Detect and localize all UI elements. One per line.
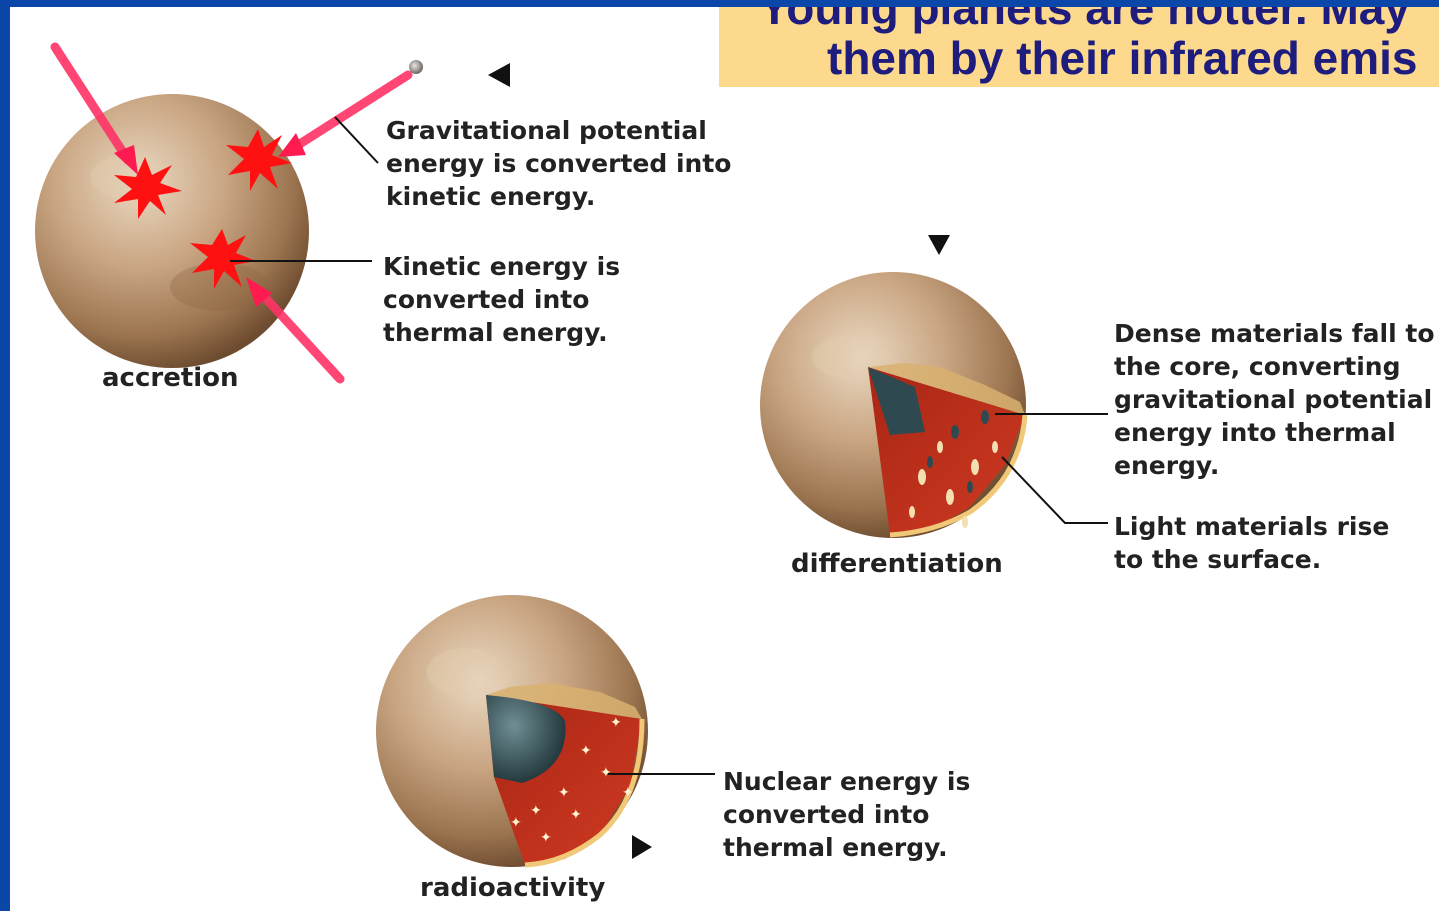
- triangle-marker-icon: [928, 235, 950, 255]
- leader-line: [335, 117, 378, 163]
- caption-radioactivity: radioactivity: [420, 873, 605, 903]
- svg-text:✦: ✦: [510, 815, 522, 831]
- label-gravitational-to-kinetic: Gravitational potential energy is conver…: [386, 114, 731, 213]
- svg-text:✦: ✦: [570, 807, 582, 823]
- accretion-planet: [35, 94, 309, 368]
- svg-text:✦: ✦: [530, 803, 542, 819]
- triangle-marker-icon: [632, 835, 652, 859]
- meteor-icon: [409, 60, 423, 74]
- svg-text:✦: ✦: [610, 715, 622, 731]
- slide: Young planets are hotter. May them by th…: [10, 7, 1439, 911]
- triangle-marker-icon: [488, 63, 510, 87]
- svg-text:✦: ✦: [558, 785, 570, 801]
- label-dense-materials: Dense materials fall to the core, conver…: [1114, 317, 1435, 482]
- svg-text:✦: ✦: [622, 785, 634, 801]
- leader-line: [1002, 457, 1108, 523]
- caption-differentiation: differentiation: [791, 549, 1003, 579]
- caption-accretion: accretion: [102, 363, 239, 393]
- svg-text:✦: ✦: [540, 830, 552, 846]
- label-nuclear-to-thermal: Nuclear energy is converted into thermal…: [723, 765, 970, 864]
- label-kinetic-to-thermal: Kinetic energy is converted into thermal…: [383, 250, 620, 349]
- svg-text:✦: ✦: [580, 743, 592, 759]
- label-light-materials: Light materials rise to the surface.: [1114, 510, 1389, 576]
